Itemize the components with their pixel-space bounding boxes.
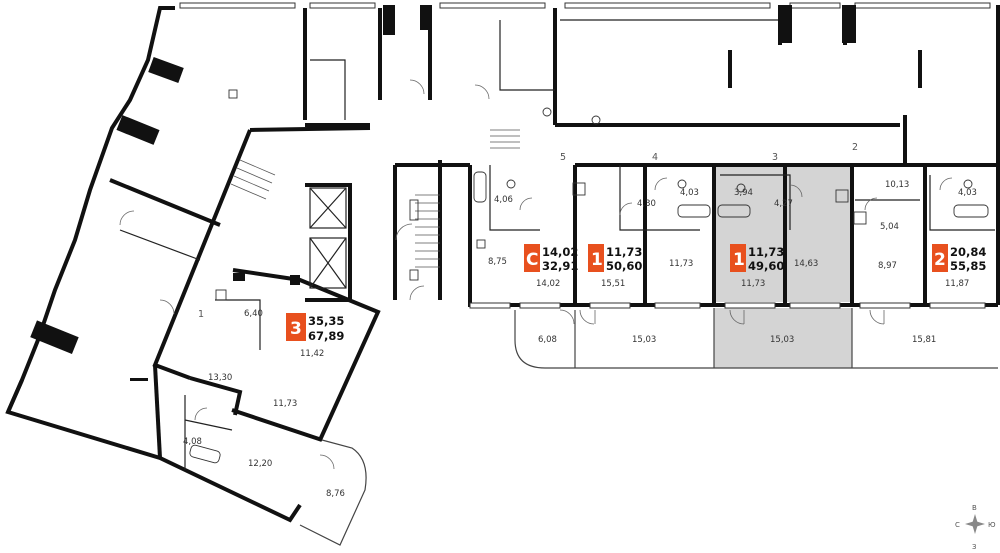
wall-columns: [30, 5, 922, 381]
compass: В С Ю З: [955, 504, 996, 551]
room-area: 8,75: [488, 257, 507, 267]
fixtures: [189, 89, 989, 464]
room-area: 4,03: [680, 188, 699, 198]
badge-type-marker: [932, 244, 948, 272]
room-area: 15,03: [632, 335, 656, 345]
room-area: 10,13: [885, 180, 909, 190]
room-area: 6,08: [538, 335, 557, 345]
apartment-badge-1a[interactable]: 1 11,73 50,60: [588, 244, 642, 273]
badge-living-area: 35,35: [308, 314, 344, 328]
badge-living-area: 14,02: [542, 245, 578, 259]
badge-type-marker: [730, 244, 746, 272]
apartment-badge-2[interactable]: 2 20,84 55,85: [932, 244, 986, 273]
badge-living-area: 20,84: [950, 245, 986, 259]
badge-type: С: [526, 250, 538, 270]
partitions: [119, 19, 995, 470]
compass-north: С: [955, 521, 960, 529]
elevators: [309, 187, 347, 289]
apartment-badge-c[interactable]: С 14,02 32,91: [524, 244, 578, 273]
compass-west: З: [972, 543, 977, 551]
room-area: 4,06: [494, 195, 513, 205]
balconies: [299, 308, 998, 546]
room-area: 15,81: [912, 335, 936, 345]
badge-total-area: 49,60: [748, 259, 784, 273]
room-area: 11,73: [741, 279, 765, 289]
room-area: 13,30: [208, 373, 232, 383]
room-area: 11,73: [669, 259, 693, 269]
badge-living-area: 11,73: [748, 245, 784, 259]
compass-south: Ю: [988, 521, 996, 529]
room-number: 2: [852, 142, 858, 153]
badge-type: 1: [733, 250, 745, 270]
doors: [119, 79, 953, 470]
badge-type-marker: [524, 244, 540, 272]
room-area: 4,30: [637, 199, 656, 209]
room-area: 11,42: [300, 349, 324, 359]
room-area: 6,40: [244, 309, 263, 319]
room-number: 4: [652, 152, 658, 163]
badge-living-area: 11,73: [606, 245, 642, 259]
room-area: 3,94: [734, 188, 753, 198]
badge-type-marker: [286, 313, 306, 341]
room-area: 4,03: [958, 188, 977, 198]
badge-type: 2: [934, 250, 946, 270]
room-number: 1: [198, 309, 204, 320]
room-area-labels: 6,40 11,42 13,30 11,73 4,08 12,20 8,76 4…: [183, 180, 977, 499]
room-area: 14,02: [536, 279, 560, 289]
badge-total-area: 67,89: [308, 329, 344, 343]
stairs: [230, 129, 520, 268]
room-number: 3: [772, 152, 778, 163]
room-area: 4,27: [774, 199, 793, 209]
apartment-badge-1b[interactable]: 1 11,73 49,60: [730, 244, 784, 273]
room-area: 11,73: [273, 399, 297, 409]
badge-type-marker: [588, 244, 604, 272]
badge-type: 3: [290, 319, 302, 339]
room-area: 14,63: [794, 259, 818, 269]
room-area: 4,08: [183, 437, 202, 447]
badge-type: 1: [591, 250, 603, 270]
room-area: 8,76: [326, 489, 345, 499]
windows: [179, 2, 991, 309]
badge-total-area: 32,91: [542, 259, 578, 273]
room-area: 8,97: [878, 261, 897, 271]
room-area: 5,04: [880, 222, 899, 232]
compass-needle-horizontal: [965, 521, 985, 527]
badge-total-area: 55,85: [950, 259, 986, 273]
room-numbers: 1 2 3 4 5: [198, 142, 858, 320]
compass-east: В: [972, 504, 977, 512]
room-area: 12,20: [248, 459, 272, 469]
apartment-badge-3[interactable]: 3 35,35 67,89: [286, 313, 344, 343]
room-area: 15,03: [770, 335, 794, 345]
room-area: 11,87: [945, 279, 969, 289]
room-area: 15,51: [601, 279, 625, 289]
badge-total-area: 50,60: [606, 259, 642, 273]
room-number: 5: [560, 152, 566, 163]
